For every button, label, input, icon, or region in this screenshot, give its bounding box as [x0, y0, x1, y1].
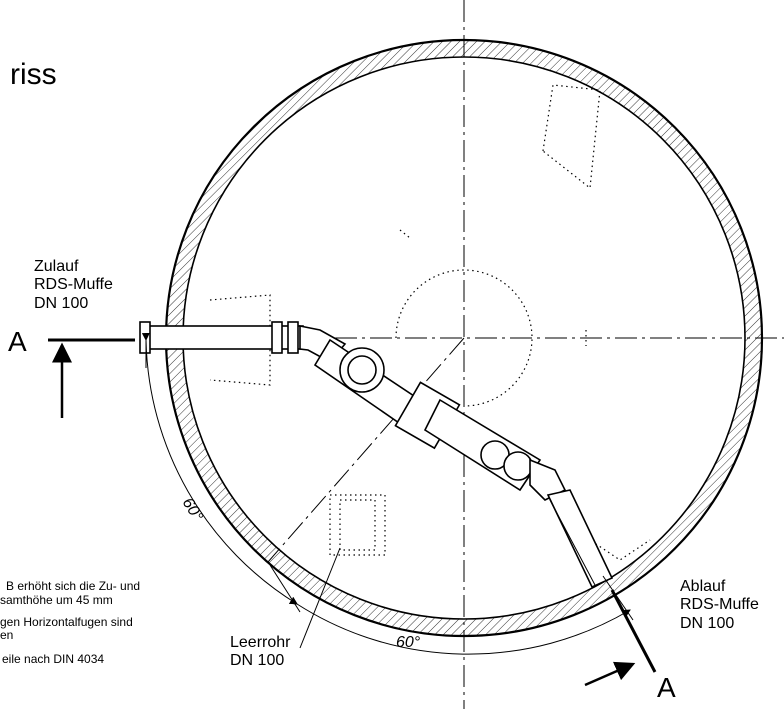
pipe-run	[139, 321, 614, 589]
section-mark-right: A	[657, 672, 676, 703]
note-line-3: gen Horizontalfugen sind	[0, 614, 133, 629]
angle-dimensions	[141, 332, 634, 655]
inlet-line-2: RDS-Muffe	[34, 276, 113, 294]
notes-block: B erhöht sich die Zu- und samthöhe um 45…	[0, 579, 141, 667]
note-line-1: B erhöht sich die Zu- und	[6, 579, 141, 593]
conduit-label: Leerrohr DN 100	[230, 634, 290, 671]
inlet-label: Zulauf RDS-Muffe DN 100	[34, 258, 113, 313]
outlet-line-1: Ablauf	[680, 578, 726, 595]
note-line-5: eile nach DIN 4034	[2, 652, 105, 667]
conduit-line-1: Leerrohr	[230, 634, 291, 651]
note-line-4: en	[0, 628, 14, 643]
drawing-title: riss	[10, 58, 57, 91]
outlet-label: Ablauf RDS-Muffe DN 100	[680, 578, 759, 633]
center-lines	[267, 0, 784, 709]
angle-label-bottom: 60°	[396, 634, 421, 651]
outlet-line-2: RDS-Muffe	[680, 596, 759, 614]
inlet-line-1: Zulauf	[34, 258, 79, 275]
outlet-line-3: DN 100	[680, 614, 735, 632]
inlet-line-3: DN 100	[34, 294, 89, 312]
conduit-leader	[299, 547, 341, 649]
note-line-2: samthöhe um 45 mm	[0, 592, 113, 607]
conduit-line-2: DN 100	[230, 652, 285, 670]
section-mark-left: A	[8, 326, 27, 357]
